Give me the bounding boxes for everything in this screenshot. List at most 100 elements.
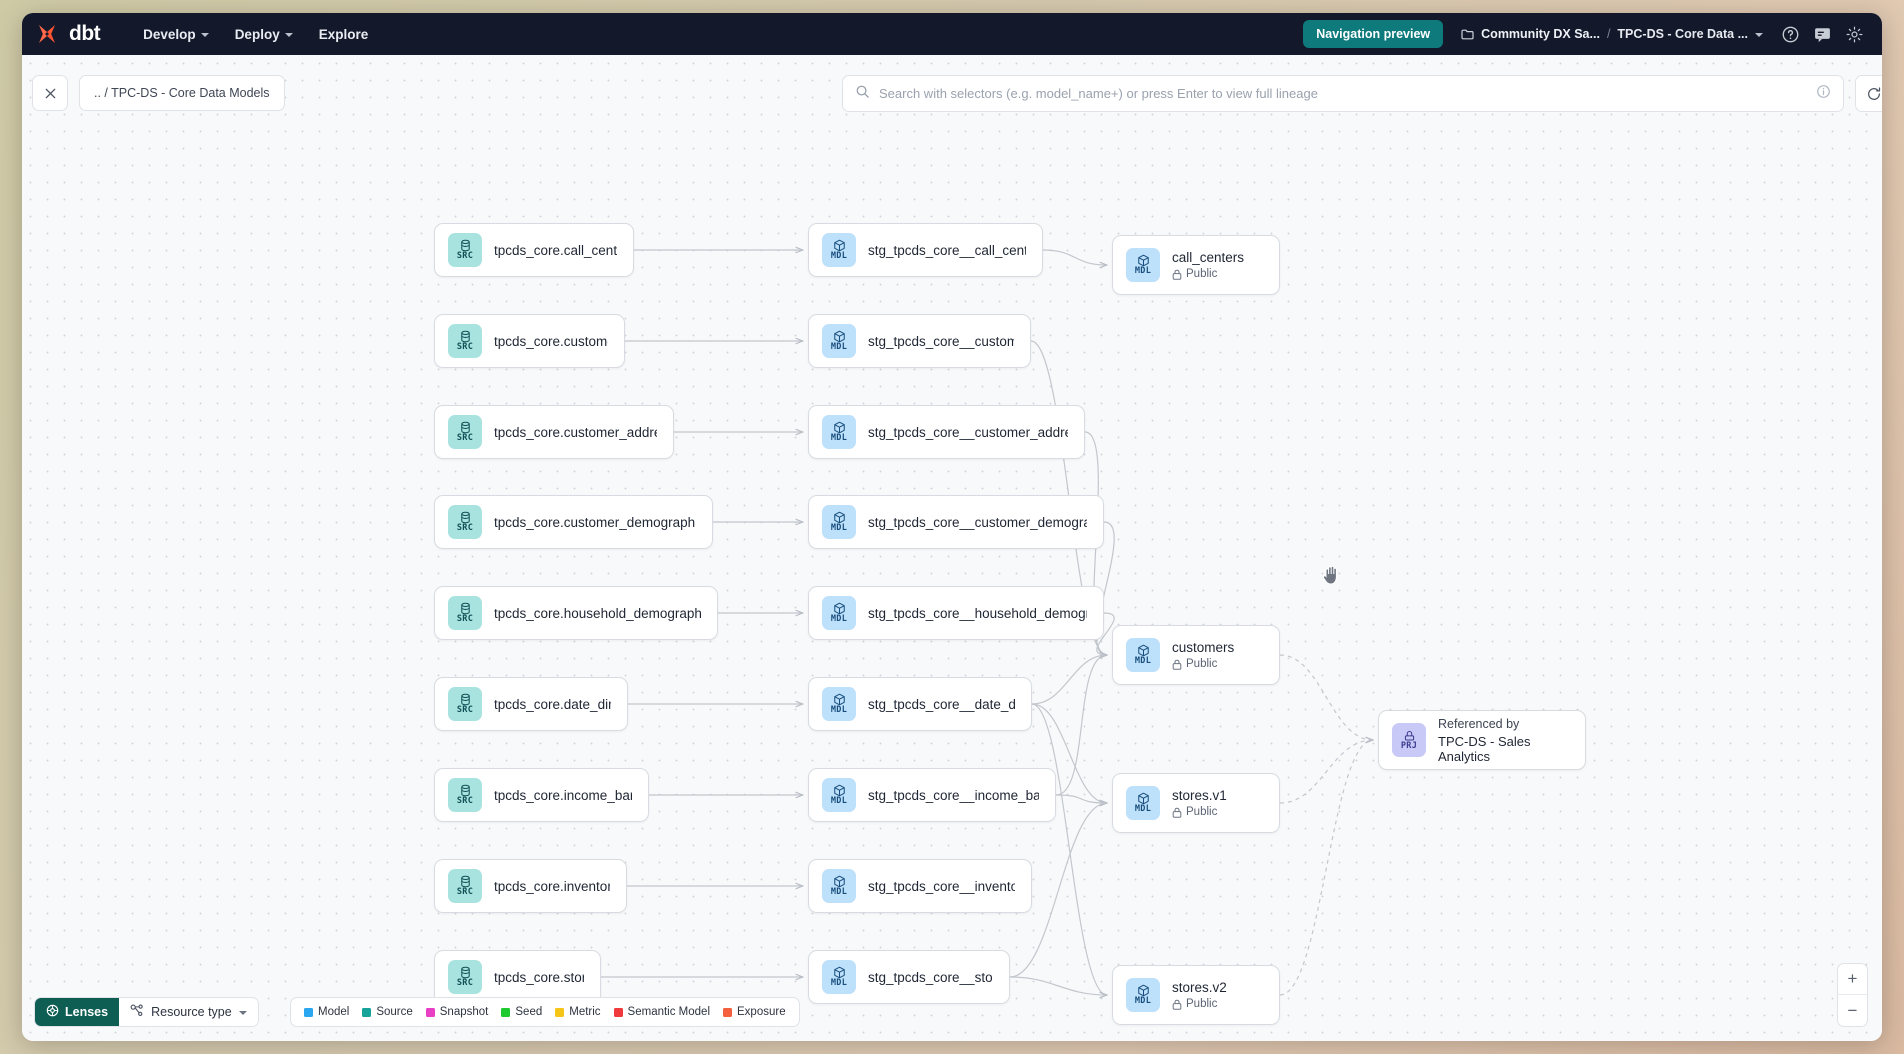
legend-label: Seed <box>515 1006 543 1018</box>
feedback-icon[interactable] <box>1813 25 1832 44</box>
resource-type-dropdown[interactable]: Resource type <box>119 998 258 1026</box>
lineage-edge <box>1055 794 1107 803</box>
info-icon[interactable] <box>1816 84 1831 104</box>
node-label: stg_tpcds_core__household_demogr... <box>868 605 1087 621</box>
legend-swatch <box>304 1007 313 1017</box>
close-lineage-button[interactable] <box>32 75 68 111</box>
prj-badge-icon: PRJ <box>1392 723 1426 757</box>
node-name: call_centers <box>1172 250 1245 265</box>
lenses-label: Lenses <box>65 1005 109 1019</box>
lineage-canvas[interactable]: .. / TPC-DS - Core Data Models <box>22 55 1882 1041</box>
src-badge-icon: SRC <box>448 960 482 994</box>
legend-item: Snapshot <box>425 1006 488 1018</box>
src-badge-icon: SRC <box>448 687 482 721</box>
mdl-badge-icon: MDL <box>822 505 856 539</box>
node-label: tpcds_core.income_band <box>494 787 632 803</box>
mdl-badge-icon: MDL <box>1126 786 1160 820</box>
navigation-preview-badge[interactable]: Navigation preview <box>1303 20 1444 48</box>
zoom-out-button[interactable]: − <box>1847 1000 1858 1020</box>
lineage-edge <box>1031 703 1107 995</box>
mdl-badge-icon: MDL <box>822 778 856 812</box>
node-label: tpcds_core.inventory <box>494 878 610 894</box>
node-label: stg_tpcds_core__date_dim <box>868 696 1015 712</box>
lineage-node-source[interactable]: SRC tpcds_core.customer_address <box>434 405 674 459</box>
header-breadcrumb: Community DX Sa... / TPC-DS - Core Data … <box>1461 27 1763 41</box>
lenses-button[interactable]: Lenses <box>35 998 120 1026</box>
nav-item-explore[interactable]: Explore <box>310 21 378 48</box>
dbt-logo[interactable]: dbt <box>36 22 101 46</box>
lineage-edge <box>1042 249 1107 265</box>
node-label: stg_tpcds_core__customer_demogra... <box>868 514 1087 530</box>
lineage-search-bar[interactable] <box>842 75 1844 112</box>
src-badge-icon: SRC <box>448 324 482 358</box>
node-label: tpcds_core.customer_demographics <box>494 514 696 530</box>
lock-icon <box>1172 999 1182 1010</box>
search-icon <box>855 84 870 104</box>
legend-item: Model <box>304 1006 349 1018</box>
mdl-badge-icon: MDL <box>1126 638 1160 672</box>
nav-item-explore-label: Explore <box>318 26 369 42</box>
src-badge-icon: SRC <box>448 505 482 539</box>
chevron-down-icon <box>200 33 209 37</box>
lineage-node-source[interactable]: SRC tpcds_core.inventory <box>434 859 627 913</box>
lineage-edge <box>1009 976 1107 995</box>
lineage-node-model[interactable]: MDL stg_tpcds_core__customer_demogra... <box>808 495 1104 549</box>
legend-item: Metric <box>555 1006 601 1018</box>
refresh-button[interactable] <box>1855 75 1882 112</box>
chevron-down-icon <box>284 33 293 37</box>
node-label: tpcds_core.customer_address <box>494 424 657 440</box>
mdl-badge-icon: MDL <box>822 960 856 994</box>
lineage-edge <box>1031 655 1107 705</box>
lineage-node-source[interactable]: SRC tpcds_core.customer_demographics <box>434 495 713 549</box>
zoom-in-button[interactable]: + <box>1838 964 1867 995</box>
nav-item-deploy[interactable]: Deploy <box>226 21 302 48</box>
breadcrumb-account[interactable]: Community DX Sa... <box>1481 27 1600 41</box>
chevron-down-icon[interactable] <box>1755 33 1763 37</box>
mdl-badge-icon: MDL <box>822 324 856 358</box>
search-input[interactable] <box>879 86 1807 101</box>
src-badge-icon: SRC <box>448 778 482 812</box>
legend-swatch <box>723 1007 733 1017</box>
nav-item-develop[interactable]: Develop <box>134 21 218 48</box>
breadcrumb-project[interactable]: TPC-DS - Core Data ... <box>1617 27 1748 41</box>
breadcrumb-separator: / <box>1606 27 1611 41</box>
node-name: stores.v2 <box>1172 980 1227 995</box>
referenced-by-project: TPC-DS - Sales Analytics <box>1438 733 1531 764</box>
top-navigation-bar: dbt Develop Deploy Explore Navigation pr… <box>22 13 1882 55</box>
legend-label: Source <box>376 1006 413 1018</box>
src-badge-icon: SRC <box>448 415 482 449</box>
gear-icon[interactable] <box>1845 25 1864 44</box>
refresh-icon <box>1867 86 1880 100</box>
mdl-badge-icon: MDL <box>822 233 856 267</box>
help-circle-icon[interactable] <box>1781 25 1800 44</box>
resource-type-label: Resource type <box>151 1005 232 1019</box>
mdl-badge-icon: MDL <box>1126 978 1160 1012</box>
lineage-node-source[interactable]: SRC tpcds_core.income_band <box>434 768 649 822</box>
lineage-breadcrumb-chip[interactable]: .. / TPC-DS - Core Data Models <box>79 75 285 111</box>
src-badge-icon: SRC <box>448 869 482 903</box>
legend-swatch <box>501 1007 511 1017</box>
